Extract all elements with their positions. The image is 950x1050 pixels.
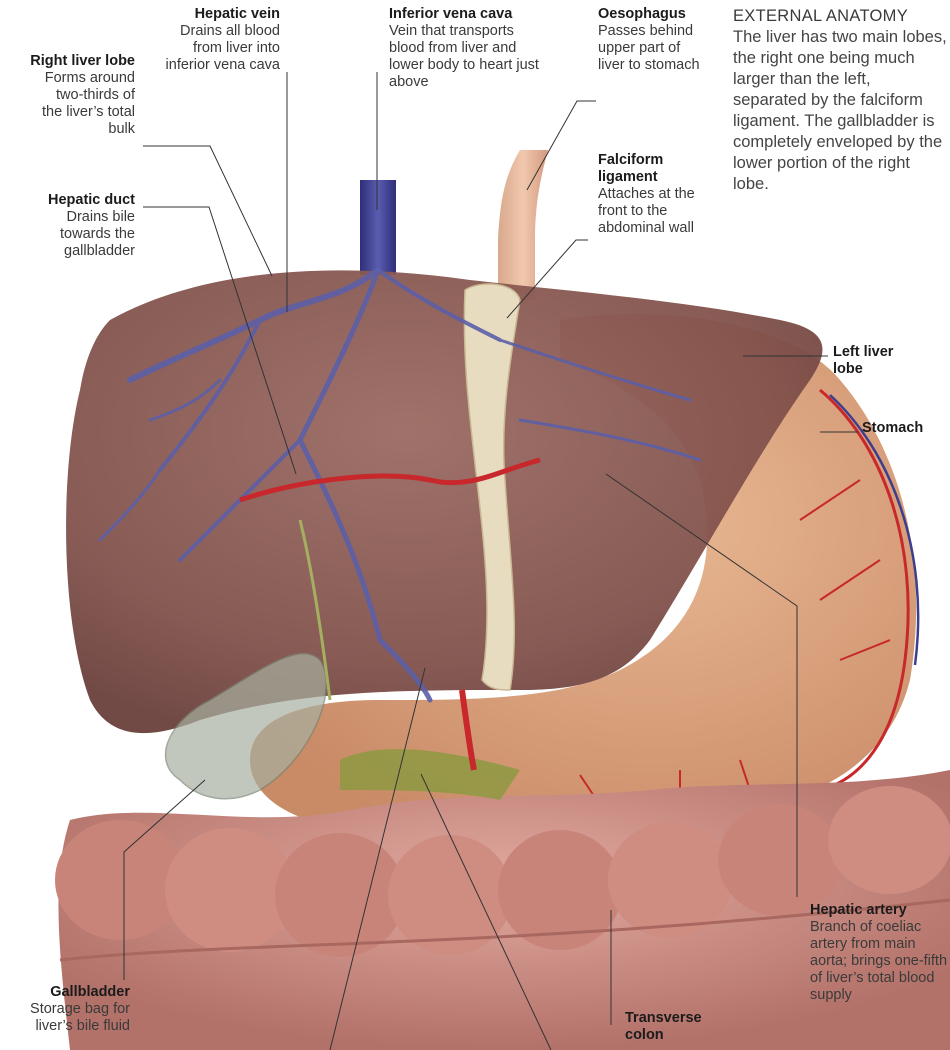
leader-right-lobe (143, 146, 272, 276)
label-stomach: Stomach (862, 420, 947, 437)
label-title: Oesophagus (598, 6, 713, 23)
label-description: Attaches at the front to the abdominal w… (598, 186, 713, 237)
label-description: Drains bile towards the gallbladder (35, 209, 135, 260)
label-oesophagus: Oesophagus Passes behind upper part of l… (598, 6, 713, 74)
inferior-vena-cava-shape (360, 180, 396, 275)
external-anatomy-heading: EXTERNAL ANATOMY (733, 6, 948, 27)
label-description: Forms around two-thirds of the liver’s t… (35, 70, 135, 138)
label-title: Falciform ligament (598, 152, 683, 186)
label-gallbladder: Gallbladder Storage bag for liver’s bile… (0, 984, 130, 1035)
external-anatomy-body: The liver has two main lobes, the right … (733, 28, 947, 193)
label-description: Passes behind upper part of liver to sto… (598, 23, 708, 74)
label-title: Transverse colon (625, 1010, 715, 1044)
label-description: Storage bag for liver’s bile fluid (2, 1001, 130, 1035)
label-title: Right liver lobe (0, 53, 135, 70)
label-description: Vein that transports blood from liver an… (389, 23, 547, 91)
label-title: Stomach (862, 420, 947, 437)
label-title: Gallbladder (0, 984, 130, 1001)
label-inferior-vena-cava: Inferior vena cava Vein that transports … (389, 6, 554, 91)
label-falciform-ligament: Falciform ligament Attaches at the front… (598, 152, 713, 237)
label-transverse-colon: Transverse colon (625, 1010, 725, 1044)
label-left-liver-lobe: Left liver lobe (833, 344, 913, 378)
label-title: Hepatic vein (150, 6, 280, 23)
label-title: Hepatic artery (810, 902, 950, 919)
label-hepatic-artery: Hepatic artery Branch of coeliac artery … (810, 902, 950, 1004)
external-anatomy-panel: EXTERNAL ANATOMY The liver has two main … (733, 6, 948, 195)
label-description: Drains all blood from liver into inferio… (162, 23, 280, 74)
label-right-liver-lobe: Right liver lobe Forms around two-thirds… (0, 53, 135, 138)
label-hepatic-duct: Hepatic duct Drains bile towards the gal… (0, 192, 135, 260)
label-title: Inferior vena cava (389, 6, 554, 23)
label-hepatic-vein: Hepatic vein Drains all blood from liver… (150, 6, 280, 74)
label-title: Left liver lobe (833, 344, 903, 378)
oesophagus-shape (498, 150, 548, 300)
label-title: Hepatic duct (0, 192, 135, 209)
label-description: Branch of coeliac artery from main aorta… (810, 919, 948, 1004)
